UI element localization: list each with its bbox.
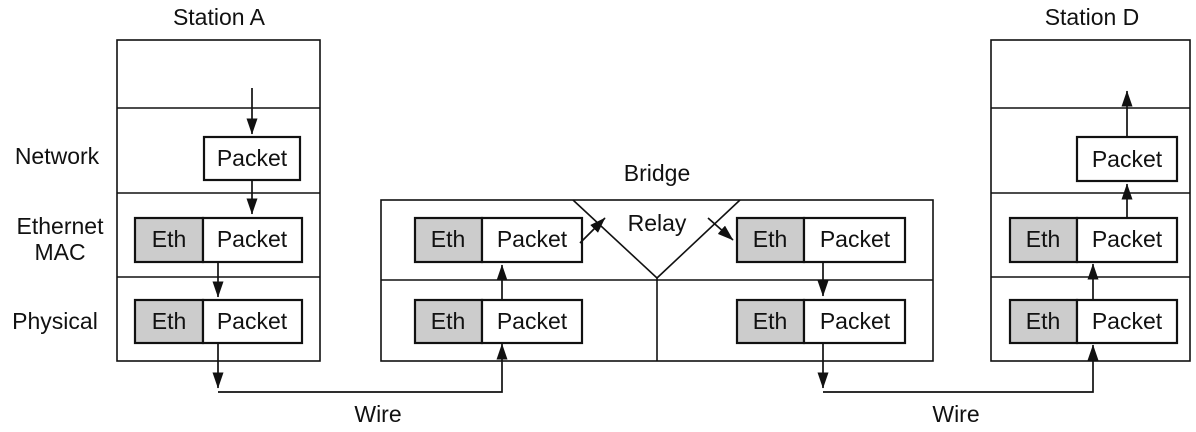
relay-output-arrow xyxy=(707,217,734,241)
station-d-mac-packet-label: Packet xyxy=(1092,226,1163,252)
wire-left-label: Wire xyxy=(354,401,401,427)
station-a-title: Station A xyxy=(173,4,266,30)
layer-label-network: Network xyxy=(15,143,100,169)
layer-labels: Network Ethernet MAC Physical xyxy=(12,143,104,334)
bridge-left-phy-packet-label: Packet xyxy=(497,308,568,334)
wire-left: Wire xyxy=(218,343,508,427)
bridge-right-mac-packet-box xyxy=(802,216,907,264)
bridge-right-phy-packet-box xyxy=(802,298,907,345)
station-a-phy-packet-label: Packet xyxy=(217,308,288,334)
bridge-right-phy-packet-label: Packet xyxy=(820,308,891,334)
wire-right-label: Wire xyxy=(932,401,979,427)
relay-input-arrow xyxy=(579,217,606,244)
relay-funnel-right-edge xyxy=(656,199,741,279)
bridge-title: Bridge xyxy=(624,160,690,186)
station-d-network-packet-box xyxy=(1075,135,1179,183)
bridge: Bridge Relay Eth Packet Eth Packet Eth P… xyxy=(380,160,934,389)
station-a: Station A Packet Eth Packet Eth Packet xyxy=(116,4,321,389)
station-d-network-packet-label: Packet xyxy=(1092,146,1163,172)
station-a-phy-packet-box xyxy=(201,298,304,345)
station-d-phy-packet-label: Packet xyxy=(1092,308,1163,334)
station-d-mac-eth-box xyxy=(1008,216,1079,264)
station-d-phy-eth-label: Eth xyxy=(1026,308,1061,334)
station-d-box xyxy=(990,39,1191,362)
layer-label-physical: Physical xyxy=(12,308,98,334)
station-a-mac-packet-label: Packet xyxy=(217,226,288,252)
station-d-phy-eth-box xyxy=(1008,298,1079,345)
station-a-mac-eth-box xyxy=(133,216,205,264)
layer-label-ethernet-mac-line1: Ethernet xyxy=(17,213,105,239)
station-d-mac-eth-label: Eth xyxy=(1026,226,1061,252)
bridge-right-mac-eth-label: Eth xyxy=(753,226,788,252)
station-a-network-packet-label: Packet xyxy=(217,145,288,171)
bridge-left-mac-packet-label: Packet xyxy=(497,226,568,252)
layer-label-ethernet-mac-line2: MAC xyxy=(34,239,85,265)
bridge-left-phy-eth-label: Eth xyxy=(431,308,466,334)
wire-right-line xyxy=(823,344,1099,393)
station-d-phy-packet-box xyxy=(1075,298,1179,345)
bridge-left-mac-eth-label: Eth xyxy=(431,226,466,252)
bridge-right-phy-eth-label: Eth xyxy=(753,308,788,334)
wire-left-line xyxy=(218,343,508,393)
relay-funnel-left-edge xyxy=(572,199,658,279)
station-d-title: Station D xyxy=(1045,4,1140,30)
station-a-mac-eth-label: Eth xyxy=(152,226,187,252)
relay-label: Relay xyxy=(628,210,687,236)
station-d: Station D Packet Eth Packet Eth Packet xyxy=(990,4,1191,362)
wire-right: Wire xyxy=(823,344,1099,427)
station-a-mac-packet-box xyxy=(201,216,304,264)
station-a-phy-eth-label: Eth xyxy=(152,308,187,334)
bridge-right-mac-packet-label: Packet xyxy=(820,226,891,252)
bridge-left-mac-packet-box xyxy=(480,216,584,264)
station-a-phy-eth-box xyxy=(133,298,205,345)
bridge-left-phy-packet-box xyxy=(480,298,584,345)
